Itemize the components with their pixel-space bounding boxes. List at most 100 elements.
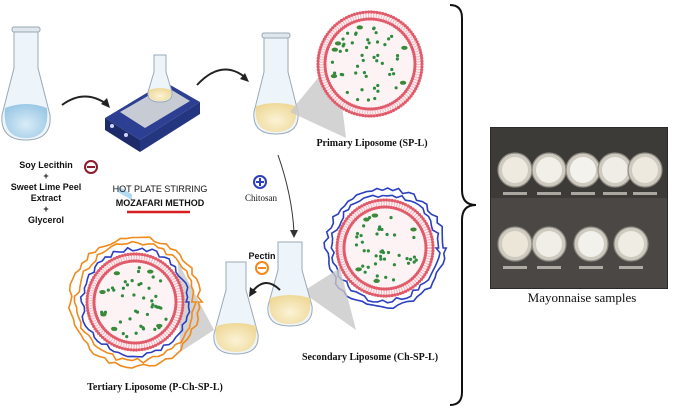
lipid-head — [181, 294, 185, 298]
membrane-blob — [363, 217, 370, 222]
lipid-head — [384, 294, 389, 298]
lipid-head — [93, 327, 97, 331]
lipid-head — [137, 341, 141, 345]
extract-dot — [134, 309, 138, 313]
lipid-head — [115, 344, 119, 349]
lipid-head — [409, 30, 413, 34]
hot-plate-label: HOT PLATE STIRRING — [112, 184, 208, 194]
membrane-blob — [147, 269, 154, 274]
lipid-head — [393, 293, 397, 297]
lipid-head — [336, 235, 340, 239]
extract-dot — [360, 240, 364, 244]
tertiary-liposome-icon — [67, 236, 204, 369]
jar-label — [579, 266, 603, 269]
primary-liposome-label: Primary Liposome (SP-L) — [316, 138, 428, 149]
arrow-icon — [251, 282, 281, 293]
lipid-head — [384, 205, 388, 209]
lipid-head — [179, 286, 183, 290]
lipid-head — [321, 40, 325, 44]
lipid-head — [430, 254, 434, 259]
lipid-head — [412, 52, 416, 56]
lipid-head — [412, 54, 416, 59]
lipid-head — [129, 252, 133, 256]
lipid-head — [423, 219, 427, 223]
membrane-blob — [334, 41, 342, 46]
extract-dot — [332, 71, 337, 75]
lipid-head — [396, 105, 401, 110]
lipid-head — [342, 243, 346, 248]
lipid-head — [418, 48, 422, 52]
extract-dot — [354, 32, 358, 36]
lipid-head — [87, 314, 91, 318]
lipid-head — [110, 258, 114, 262]
lipid-head — [419, 73, 423, 77]
lipid-head — [355, 285, 359, 289]
lipid-head — [327, 94, 331, 98]
lipid-head — [165, 335, 169, 340]
lipid-head — [391, 108, 396, 112]
extract-dot — [392, 233, 397, 237]
coating-layer — [67, 236, 204, 369]
lipid-head — [413, 57, 417, 61]
lipid-head — [134, 252, 139, 256]
lipid-head — [120, 346, 124, 350]
lipid-head — [110, 342, 114, 346]
lipid-head — [156, 342, 160, 346]
lipid-head — [352, 112, 357, 116]
lipid-head — [331, 26, 335, 30]
lipid-head — [316, 65, 320, 69]
lipid-head — [415, 281, 419, 286]
lipid-head — [370, 292, 374, 296]
lipid-head — [389, 110, 393, 114]
extract-dot — [374, 31, 378, 35]
extract-dot — [364, 45, 369, 50]
extract-dot — [142, 296, 146, 300]
lipid-head — [350, 13, 354, 17]
lipid-head — [161, 339, 165, 343]
arrow-icon — [277, 154, 295, 233]
membrane-blob — [401, 45, 408, 50]
lipid-head — [123, 253, 127, 257]
extract-dot — [342, 42, 346, 46]
lipid-head — [364, 114, 368, 118]
lipid-head — [382, 287, 386, 291]
lipid-head — [413, 59, 417, 64]
lipid-head — [112, 343, 116, 347]
lipid-head — [167, 333, 172, 338]
lipid-head — [355, 112, 359, 117]
lipid-head — [424, 248, 428, 253]
lipid-head — [336, 237, 340, 242]
lipid-head — [417, 79, 421, 83]
lipid-head — [131, 348, 136, 352]
coating-layer — [323, 187, 448, 310]
lipid-head — [324, 54, 328, 59]
lipid-head — [173, 293, 177, 297]
lipid-head — [92, 300, 96, 304]
lipid-head — [399, 104, 403, 108]
lipid-head — [176, 278, 180, 282]
lipid-head — [325, 32, 329, 36]
lipid-head — [401, 290, 405, 295]
extract-dot — [125, 334, 129, 339]
lipid-head — [129, 259, 133, 263]
lipid-head — [342, 221, 346, 226]
jar-label — [503, 192, 527, 195]
lipid-head — [342, 246, 346, 250]
extract-dot — [354, 71, 358, 75]
lipid-head — [366, 114, 371, 118]
lipid-head — [415, 84, 419, 88]
secondary-liposome-label: Secondary Liposome (Ch-SP-L) — [301, 352, 439, 363]
lipid-head — [381, 294, 386, 298]
lipid-head — [419, 53, 423, 58]
lipid-head — [420, 65, 424, 69]
lipid-head — [176, 322, 180, 326]
lipid-head — [358, 113, 362, 117]
extract-dot — [376, 53, 380, 57]
lipid-head — [414, 87, 418, 91]
lipid-head — [105, 339, 109, 343]
lipid-head — [431, 252, 435, 256]
lipid-head — [391, 286, 396, 290]
lipid-head — [355, 11, 359, 16]
extract-dot — [137, 266, 141, 270]
vesicle-core — [337, 200, 433, 296]
